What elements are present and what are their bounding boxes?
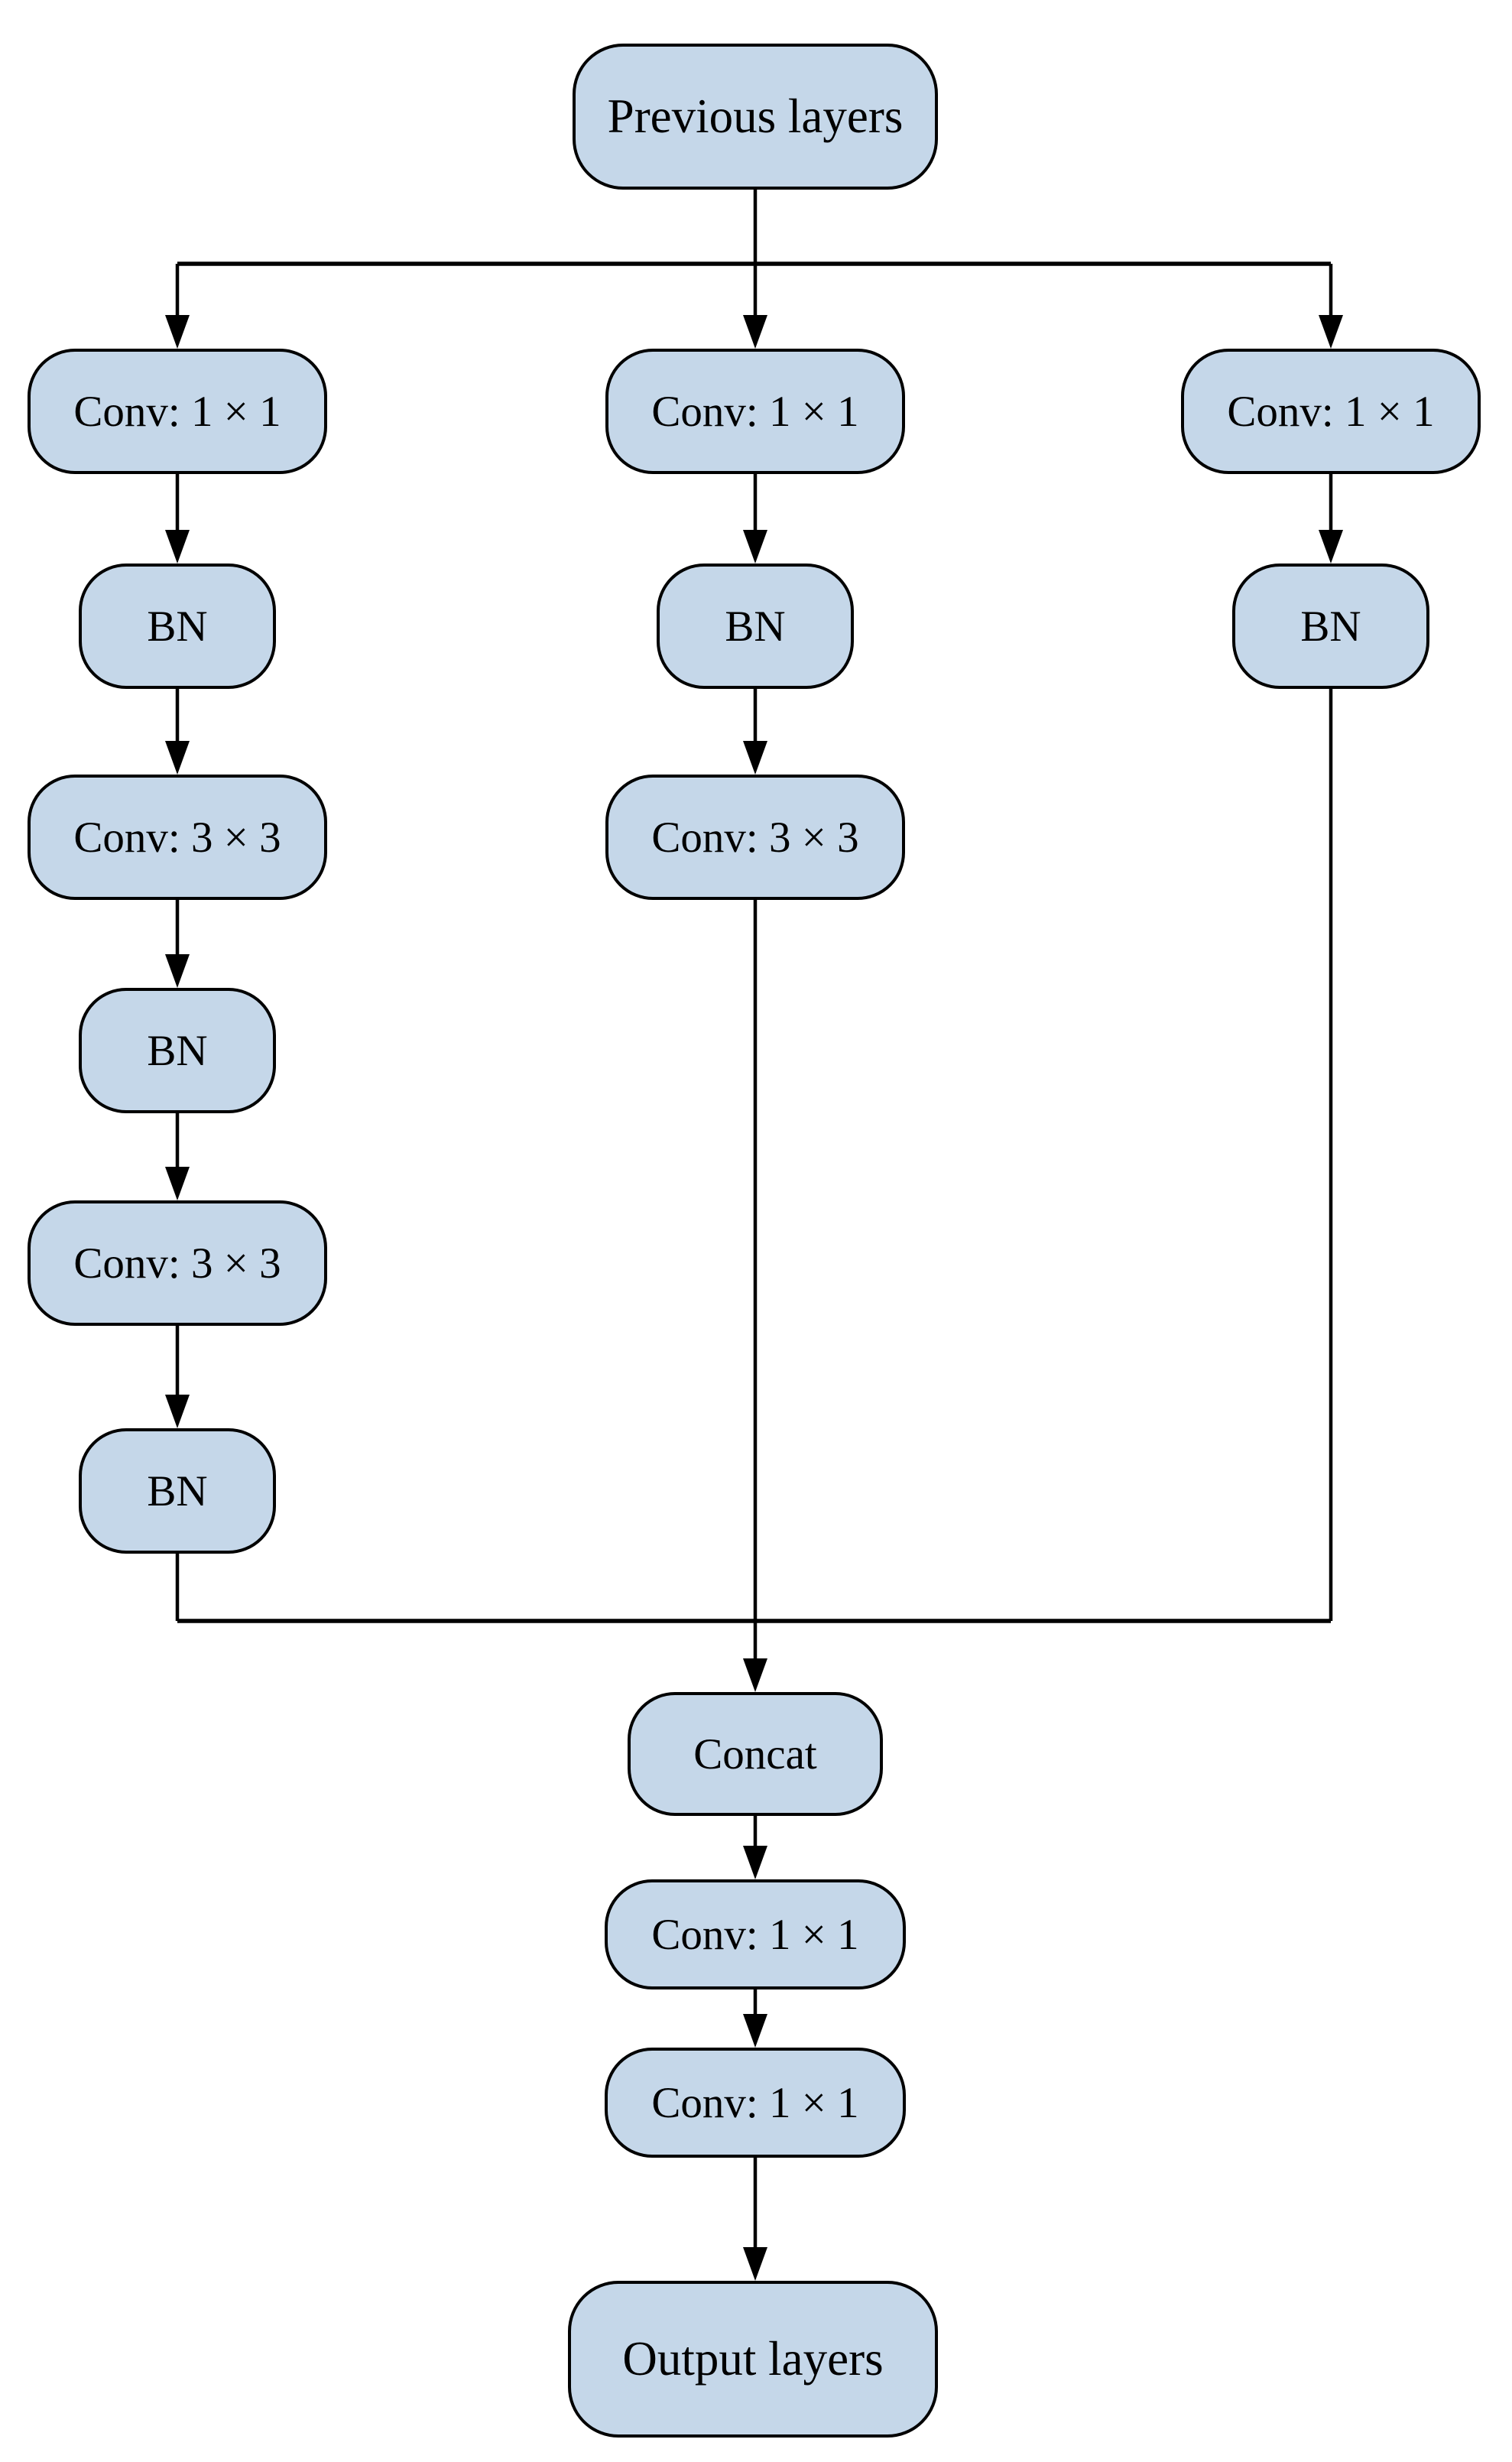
arrowhead-head-conv1 — [743, 1846, 767, 1879]
node-left-bn-1: BN — [79, 564, 276, 689]
arrowhead-left-bn3 — [165, 1395, 190, 1428]
arrowhead-right-conv1 — [1319, 315, 1343, 349]
arrowhead-left-conv2 — [165, 741, 190, 775]
node-concat: Concat — [628, 1692, 883, 1816]
arrowhead-head-conv2 — [743, 2014, 767, 2048]
node-output-layers: Output layers — [568, 2281, 938, 2438]
node-mid-bn-1: BN — [657, 564, 854, 689]
arrowhead-right-bn1 — [1319, 530, 1343, 564]
node-left-conv-3x3-a: Conv: 3 × 3 — [28, 775, 327, 900]
arrowhead-left-bn2 — [165, 954, 190, 988]
node-left-bn-2: BN — [79, 988, 276, 1113]
node-head-conv-1x1-a: Conv: 1 × 1 — [605, 1879, 906, 1989]
node-previous-layers: Previous layers — [573, 44, 938, 190]
node-right-conv-1x1: Conv: 1 × 1 — [1181, 349, 1481, 474]
arrowhead-concat — [743, 1658, 767, 1692]
arrowhead-left-conv1 — [165, 315, 190, 349]
node-left-bn-3: BN — [79, 1428, 276, 1554]
node-left-conv-1x1: Conv: 1 × 1 — [28, 349, 327, 474]
arrowhead-mid-conv2 — [743, 741, 767, 775]
arrowhead-mid-conv1 — [743, 315, 767, 349]
node-head-conv-1x1-b: Conv: 1 × 1 — [605, 2048, 906, 2158]
arrowhead-left-bn1 — [165, 530, 190, 564]
node-left-conv-3x3-b: Conv: 3 × 3 — [28, 1200, 327, 1326]
node-right-bn-1: BN — [1232, 564, 1429, 689]
node-mid-conv-1x1: Conv: 1 × 1 — [605, 349, 905, 474]
arrowhead-mid-bn1 — [743, 530, 767, 564]
arrowhead-output — [743, 2247, 767, 2281]
node-mid-conv-3x3: Conv: 3 × 3 — [605, 775, 905, 900]
arrowhead-left-conv3 — [165, 1167, 190, 1200]
